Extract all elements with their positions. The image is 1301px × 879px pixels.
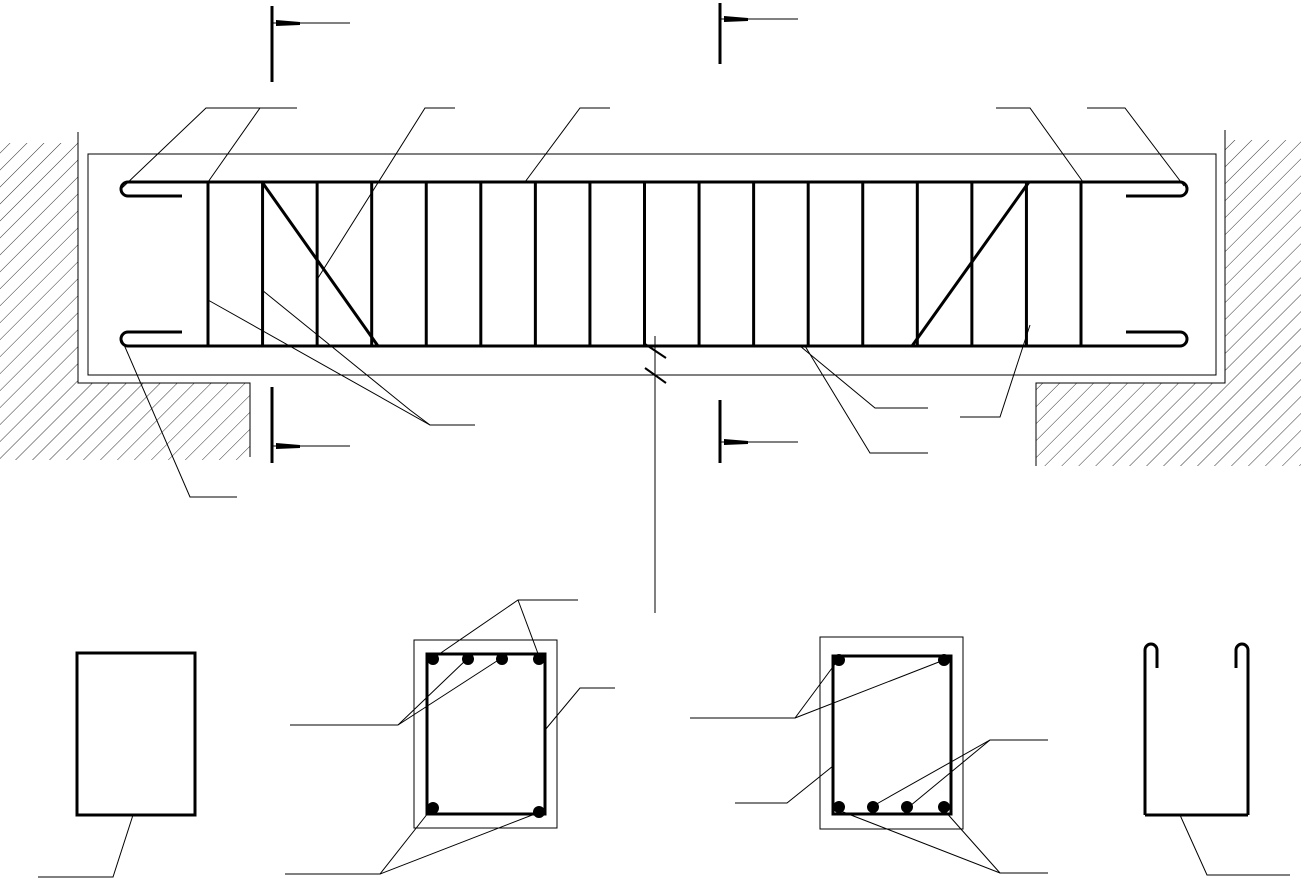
rebar-dot bbox=[833, 801, 845, 813]
bent-up-bars bbox=[260, 181, 1031, 347]
rebar-dot bbox=[427, 653, 439, 665]
rebar-dot bbox=[867, 801, 879, 813]
rebar-dot bbox=[533, 653, 545, 665]
section-detail-2 bbox=[690, 636, 1048, 874]
rebar-dot bbox=[496, 653, 508, 665]
rebar-dot bbox=[462, 653, 474, 665]
left-support bbox=[0, 132, 251, 460]
section-markers bbox=[270, 3, 798, 463]
break-line bbox=[644, 336, 667, 613]
stirrups bbox=[206, 182, 1083, 346]
bent-bar-detail bbox=[38, 651, 197, 878]
rebar-dot bbox=[938, 801, 950, 813]
leader-lines-elevation bbox=[121, 107, 1185, 498]
right-support bbox=[1035, 130, 1301, 466]
section-detail-1 bbox=[285, 599, 615, 875]
longitudinal-bars bbox=[119, 180, 1189, 348]
beam-outline bbox=[87, 153, 1217, 376]
rebar-dot bbox=[901, 801, 913, 813]
stirrup-detail bbox=[1143, 642, 1290, 876]
